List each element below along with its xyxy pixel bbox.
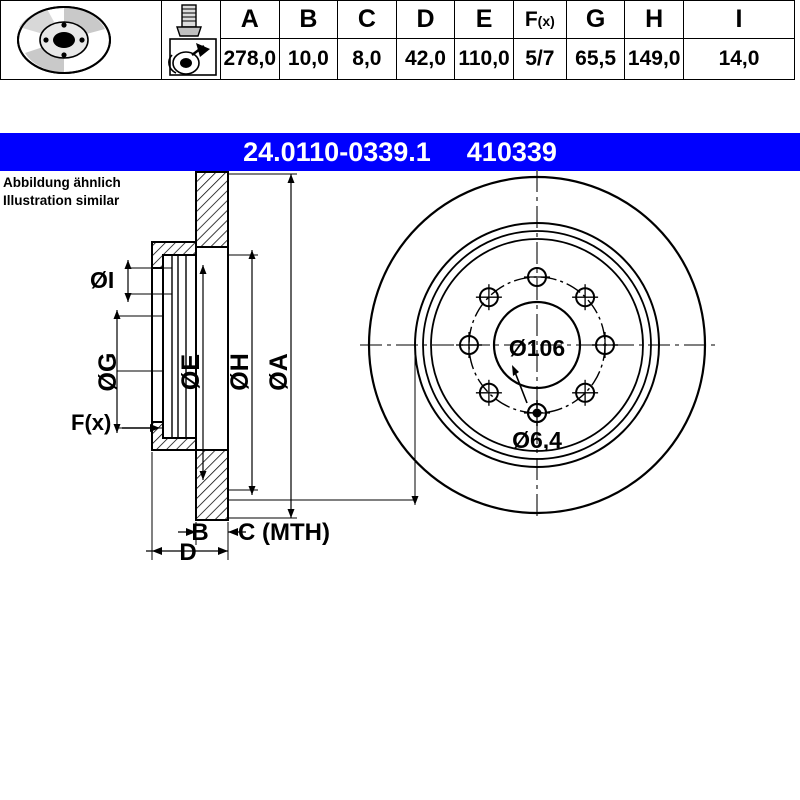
dimension-H: ØH	[226, 250, 258, 495]
dimension-C: C (MTH)	[228, 345, 419, 546]
table-value-row: 278,0 10,0 8,0 42,0 110,0 5/7 65,5 149,0…	[1, 38, 795, 80]
illustration-note-en: Illustration similar	[3, 192, 120, 208]
hub-bore-circle	[492, 300, 582, 390]
dimension-E: ØE	[177, 265, 207, 480]
dimension-label-G: ØG	[94, 353, 122, 392]
dimension-label-D: D	[179, 539, 196, 566]
column-header-G: G	[565, 0, 626, 39]
column-header-D: D	[395, 0, 456, 39]
disc-ring-lower	[195, 449, 229, 521]
dimension-label-Fx: F(x)	[71, 410, 111, 435]
brake-disc-icon-cell	[0, 0, 162, 80]
dimension-label-E: ØE	[177, 354, 205, 390]
dimension-label-H: ØH	[226, 353, 254, 391]
illustration-note-de: Abbildung ähnlich	[3, 175, 121, 190]
dimension-label-B: B	[191, 519, 208, 546]
column-header-B: B	[278, 0, 339, 39]
column-header-H: H	[624, 0, 684, 39]
value-E: 110,0	[454, 38, 514, 80]
dimension-B: B	[178, 519, 246, 546]
hub-bore-dimension: Ø106	[509, 335, 565, 404]
face-view: Ø106 Ø6,4	[360, 170, 715, 520]
bolt-torque-icon-cell	[161, 0, 221, 80]
part-number-header: 24.0110-0339.1 410339	[0, 133, 800, 171]
dimension-label-A: ØA	[265, 353, 293, 391]
value-B: 10,0	[278, 38, 339, 80]
bolt-hole	[572, 379, 599, 406]
bolt-hole-top	[524, 267, 550, 287]
column-header-Fx-sub: (x)	[537, 12, 555, 29]
bolt-hole	[456, 332, 482, 358]
illustration-note: Abbildung ähnlich Illustration similar	[3, 174, 203, 210]
value-I: 14,0	[683, 38, 795, 80]
dimension-label-I: ØI	[90, 267, 114, 293]
bolt-hole	[592, 332, 618, 358]
small-hole-label: Ø6,4	[512, 427, 562, 453]
value-H: 149,0	[624, 38, 684, 80]
dimension-D: D	[146, 452, 229, 566]
brake-disc-icon	[17, 6, 111, 74]
value-Fx: 5/7	[512, 38, 567, 80]
friction-ring-inner	[430, 238, 644, 452]
specification-table: A B C D E F(x) G H I 278,0 10,0 8,0 42,0…	[0, 0, 795, 80]
value-G: 65,5	[565, 38, 626, 80]
bolt-hole	[475, 379, 502, 406]
dimension-label-C: C (MTH)	[238, 519, 330, 546]
dimension-G: ØG	[94, 310, 163, 433]
hub-bore-label: Ø106	[509, 335, 565, 361]
bolt-hole	[572, 284, 599, 311]
column-header-I: I	[683, 0, 795, 39]
brake-disc-drawing: ØI ØG ØE	[71, 170, 715, 566]
bolt-torque-icon	[168, 4, 217, 76]
small-hole	[527, 403, 547, 423]
value-D: 42,0	[395, 38, 456, 80]
value-C: 8,0	[337, 38, 397, 80]
bolt-hole	[475, 284, 502, 311]
dimension-I: ØI	[90, 260, 172, 302]
friction-ring-mid	[422, 230, 652, 460]
article-number-text: 410339	[466, 136, 557, 167]
dimension-A: ØA	[228, 173, 297, 519]
hub-hat-lower	[151, 421, 197, 451]
column-header-Fx: F(x)	[512, 0, 567, 39]
friction-ring-outer	[414, 222, 660, 468]
disc-outer-circle	[367, 175, 707, 515]
column-header-Fx-main: F	[524, 7, 538, 31]
cross-section-view: ØI ØG ØE	[71, 171, 419, 566]
column-header-E: E	[454, 0, 514, 39]
hub-hat-upper	[151, 241, 197, 269]
table-header-row: A B C D E F(x) G H I	[0, 0, 795, 80]
dimension-Fx: F(x)	[71, 410, 160, 435]
column-header-C: C	[337, 0, 397, 39]
value-A: 278,0	[220, 38, 280, 80]
column-header-A: A	[220, 0, 280, 39]
disc-ring-upper	[195, 171, 229, 248]
part-number-text: 24.0110-0339.1	[243, 136, 431, 167]
